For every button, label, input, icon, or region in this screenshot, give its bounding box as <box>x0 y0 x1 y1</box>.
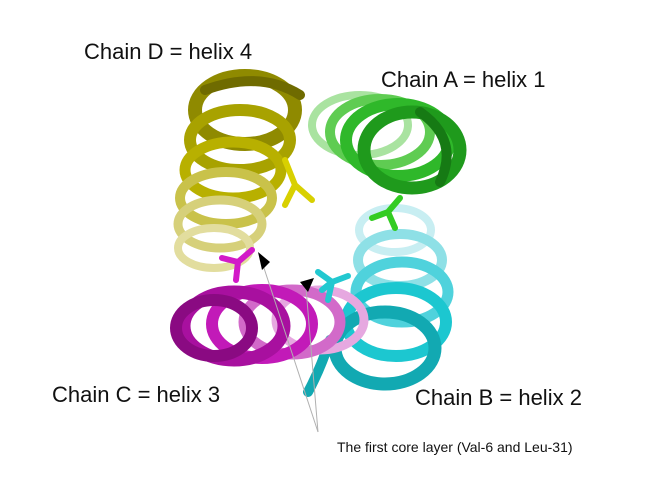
side-chain-yellow <box>282 157 315 208</box>
label-chain-c: Chain C = helix 3 <box>52 382 221 407</box>
arrowhead-icon <box>300 278 314 292</box>
helix-chain-c <box>170 284 369 367</box>
side-chain-green <box>369 195 403 231</box>
side-chain-magenta <box>219 247 255 283</box>
label-chain-d: Chain D = helix 4 <box>84 39 253 64</box>
label-chain-b: Chain B = helix 2 <box>415 385 582 410</box>
core-layer-annotation: The first core layer (Val-6 and Leu-31) <box>337 439 573 455</box>
label-chain-a: Chain A = helix 1 <box>381 67 546 92</box>
arrowhead-icon <box>258 252 270 270</box>
side-chain-cyan <box>315 269 351 303</box>
helix-chain-a <box>308 91 467 195</box>
helix-chain-d <box>173 69 305 272</box>
annotation-pointers <box>258 252 319 433</box>
